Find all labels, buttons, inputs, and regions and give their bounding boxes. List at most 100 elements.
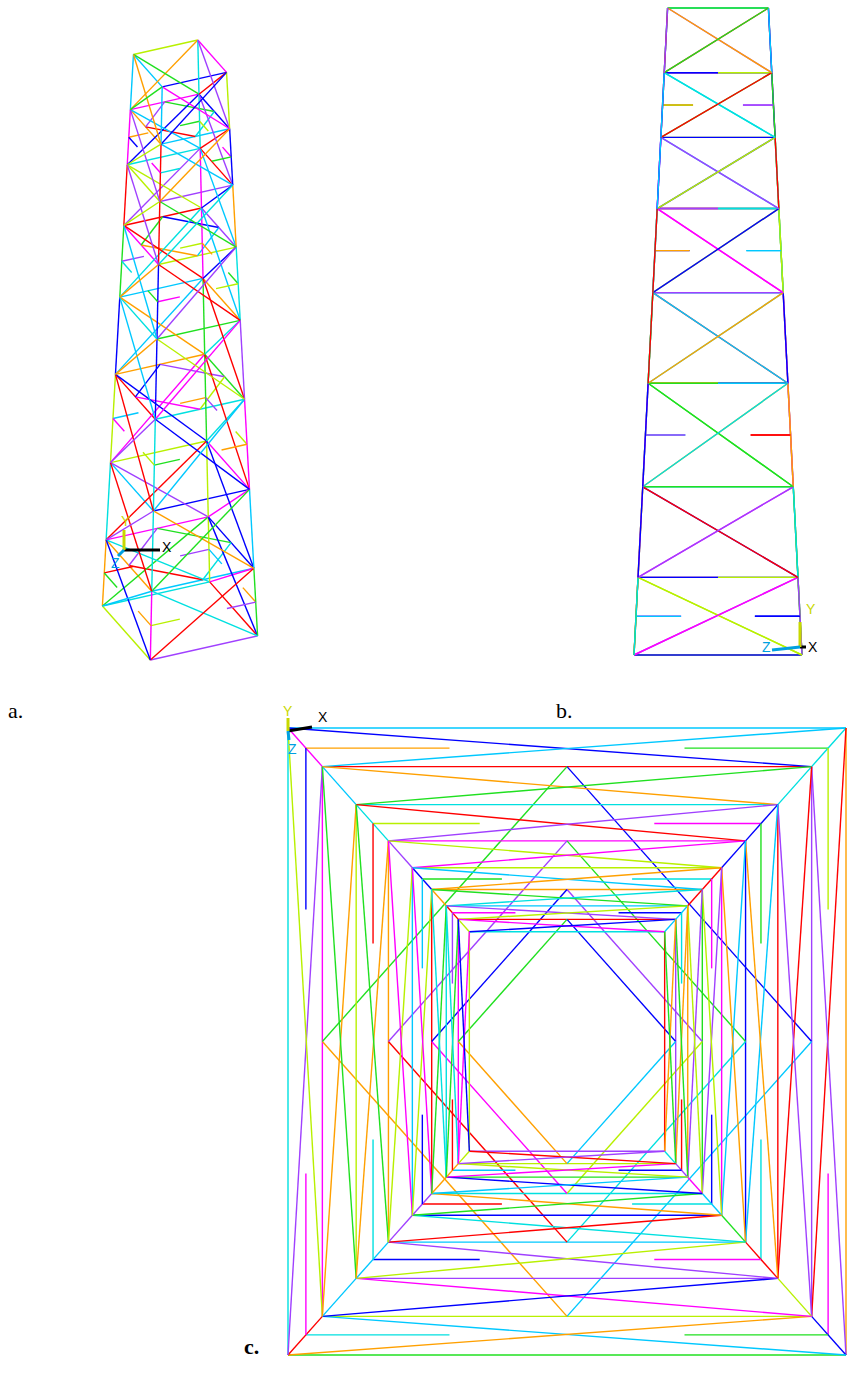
- truss-member: [718, 208, 779, 209]
- truss-member: [288, 727, 846, 728]
- truss-member: [653, 292, 783, 293]
- truss-member: [200, 148, 236, 247]
- truss-member: [661, 73, 664, 138]
- truss-member: [207, 441, 209, 517]
- truss-member: [356, 1278, 811, 1316]
- truss-member: [130, 110, 159, 202]
- truss-member: [102, 606, 150, 660]
- truss-member: [388, 841, 412, 1215]
- truss-member: [198, 40, 230, 129]
- truss-member: [567, 1042, 746, 1243]
- truss-member: [157, 247, 236, 339]
- truss-member: [412, 868, 413, 1216]
- truss-member: [155, 339, 157, 419]
- truss-member: [208, 489, 249, 516]
- truss-member: [322, 1278, 777, 1316]
- truss-member: [722, 841, 746, 1215]
- truss-member: [160, 168, 179, 172]
- truss-member: [222, 444, 247, 450]
- truss-member: [130, 54, 133, 109]
- truss-member: [655, 250, 690, 251]
- truss-member: [751, 434, 791, 435]
- truss-member: [665, 919, 676, 931]
- truss-member: [619, 912, 682, 913]
- truss-member: [243, 588, 256, 602]
- truss-member: [638, 577, 798, 578]
- truss-member: [638, 487, 643, 578]
- truss-member: [634, 577, 638, 655]
- truss-member: [654, 1259, 761, 1260]
- truss-member: [202, 243, 212, 254]
- truss-member: [356, 1278, 778, 1279]
- truss-member: [664, 932, 665, 1151]
- truss-member: [687, 906, 688, 1177]
- truss-member: [653, 209, 657, 293]
- truss-member: [106, 463, 110, 540]
- truss-member: [233, 185, 236, 247]
- truss-member: [133, 54, 161, 144]
- truss-member: [206, 398, 217, 411]
- truss-member: [632, 878, 712, 879]
- truss-member: [657, 208, 779, 209]
- truss-member: [643, 383, 648, 487]
- truss-member: [305, 748, 306, 909]
- truss-member: [200, 121, 209, 131]
- truss-member: [322, 1278, 356, 1316]
- truss-member: [288, 767, 322, 1355]
- truss-member: [648, 383, 718, 384]
- truss-member: [199, 94, 233, 185]
- truss-member: [106, 511, 153, 540]
- truss-member: [412, 1215, 721, 1216]
- truss-member: [129, 137, 138, 147]
- truss-member: [755, 615, 800, 616]
- truss-member: [422, 878, 502, 879]
- truss-member: [422, 879, 423, 968]
- truss-member: [305, 1174, 306, 1335]
- truss-member: [322, 767, 777, 805]
- truss-member: [657, 137, 661, 208]
- truss-member: [668, 8, 772, 73]
- truss-member: [746, 1242, 778, 1278]
- truss-member: [209, 549, 222, 563]
- axis-line: [288, 731, 289, 740]
- truss-member: [216, 284, 238, 289]
- truss-member: [664, 8, 768, 73]
- truss-member: [355, 805, 356, 1279]
- truss-member: [287, 728, 288, 1355]
- truss-member: [648, 383, 788, 384]
- truss-member: [240, 320, 244, 399]
- truss-member: [157, 320, 240, 339]
- truss-member: [783, 293, 788, 384]
- truss-member: [653, 209, 657, 293]
- truss-member: [446, 905, 687, 906]
- truss-member: [210, 582, 258, 636]
- truss-member: [356, 804, 778, 805]
- truss-member: [412, 867, 721, 868]
- truss-member: [203, 278, 205, 354]
- truss-member: [150, 568, 254, 660]
- truss-member: [388, 805, 777, 841]
- truss-member: [778, 805, 812, 1317]
- truss-member: [638, 487, 793, 578]
- truss-member: [458, 1042, 567, 1164]
- truss-member: [643, 487, 798, 578]
- truss-member: [458, 1151, 664, 1163]
- truss-member: [288, 728, 812, 767]
- truss-member: [452, 913, 453, 984]
- truss-member: [227, 72, 230, 128]
- truss-member: [130, 87, 162, 110]
- truss-member: [150, 636, 257, 660]
- truss-member: [743, 104, 773, 105]
- truss-member: [412, 1215, 745, 1242]
- truss-member: [113, 418, 124, 431]
- truss-member: [356, 805, 745, 841]
- truss-member: [793, 487, 798, 578]
- truss-member: [152, 163, 161, 173]
- truss-member: [657, 137, 775, 208]
- axis-line: [772, 647, 800, 650]
- truss-member: [120, 297, 205, 354]
- truss-member: [746, 250, 781, 251]
- truss-member: [135, 397, 200, 409]
- truss-member: [746, 841, 778, 1279]
- truss-member: [102, 582, 209, 606]
